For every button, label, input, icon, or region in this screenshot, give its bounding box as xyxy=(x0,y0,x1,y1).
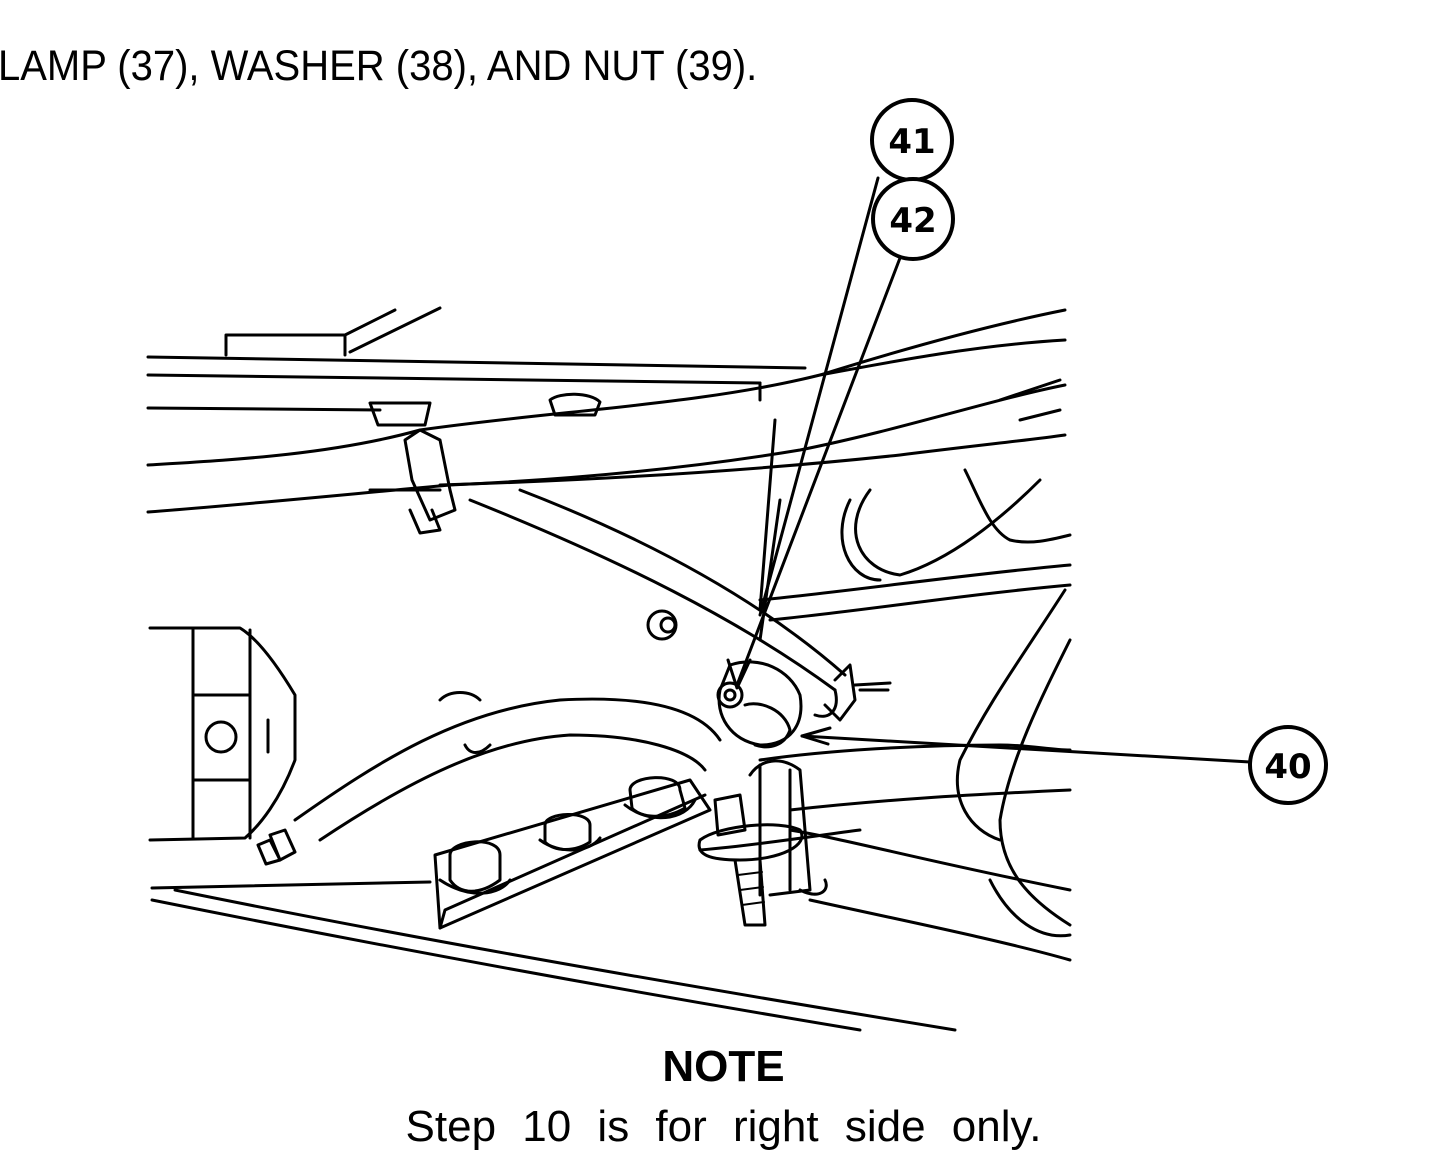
callout-41: 41 xyxy=(870,98,954,182)
right-assembly xyxy=(758,378,1072,938)
callout-42: 42 xyxy=(871,177,955,261)
note-heading: NOTE xyxy=(662,1042,785,1091)
arrowhead-40 xyxy=(800,726,832,746)
frame-rail-lower xyxy=(150,828,1072,1032)
tube-fitting xyxy=(646,609,892,749)
step-instruction-text: LAMP (37), WASHER (38), AND NUT (39). xyxy=(0,42,758,90)
left-housing xyxy=(148,626,297,842)
callout-40-label: 40 xyxy=(1264,747,1311,787)
hose-upper xyxy=(146,308,1067,514)
note-body-text: Step 10 is for right side only. xyxy=(405,1102,1042,1151)
bolt-washer-nut xyxy=(697,793,862,927)
callout-40: 40 xyxy=(1248,725,1328,805)
leader-line-41 xyxy=(758,176,880,617)
frame-rail-upper xyxy=(146,306,807,412)
mounting-plate xyxy=(433,776,712,930)
diagonal-tube xyxy=(468,488,847,718)
leader-line-40 xyxy=(800,734,1252,764)
hose-clamp-upper xyxy=(368,392,602,535)
arrowhead-42 xyxy=(726,658,752,690)
callout-41-label: 41 xyxy=(888,122,935,162)
callout-42-label: 42 xyxy=(889,201,936,241)
leader-line-42 xyxy=(735,256,902,687)
